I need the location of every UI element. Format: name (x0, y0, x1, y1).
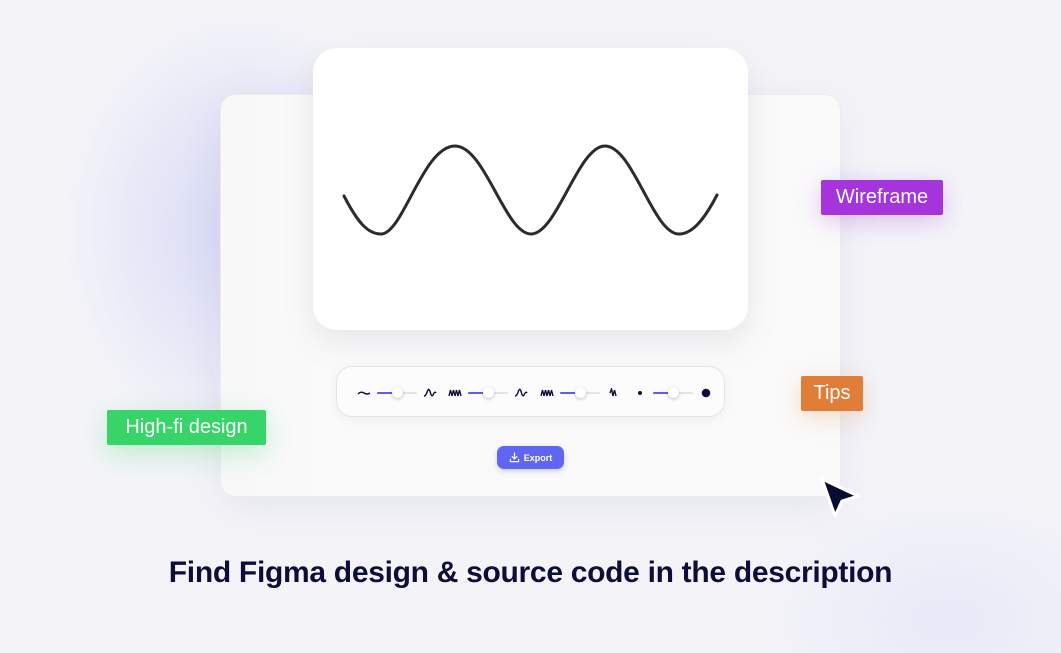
slider-thumb[interactable] (668, 386, 679, 398)
sine-wave-graphic (342, 144, 719, 236)
amplitude-slider-group (357, 367, 437, 418)
wave-controls-bar (336, 366, 725, 417)
slider-thumb[interactable] (483, 386, 494, 398)
frequency-slider-group (448, 367, 528, 418)
export-button[interactable]: Export (497, 446, 564, 469)
hifi-design-tag: High-fi design (107, 410, 266, 445)
frequency-slider[interactable] (468, 386, 508, 398)
dense-wave-icon (540, 389, 554, 396)
sparse-wave-icon (514, 388, 528, 397)
amplitude-slider[interactable] (377, 386, 417, 398)
wave-preview-card (313, 48, 748, 330)
wireframe-tag: Wireframe (821, 180, 943, 215)
waves-slider-group (540, 367, 620, 418)
stroke-width-slider-group (633, 367, 713, 418)
mouse-pointer-icon (820, 477, 860, 518)
slider-thumb[interactable] (575, 386, 586, 398)
small-dot-icon (638, 390, 642, 395)
dense-wave-icon (448, 389, 462, 396)
export-label: Export (523, 452, 553, 463)
stroke-width-slider[interactable] (653, 386, 693, 398)
large-dot-icon (701, 388, 711, 397)
download-icon (509, 452, 519, 463)
headline: Find Figma design & source code in the d… (168, 556, 893, 589)
slider-thumb[interactable] (392, 386, 403, 398)
flat-wave-icon (357, 391, 371, 395)
tall-wave-icon (423, 388, 437, 397)
tips-tag: Tips (801, 376, 863, 411)
narrow-wave-icon (609, 387, 617, 396)
waves-slider[interactable] (560, 386, 600, 398)
